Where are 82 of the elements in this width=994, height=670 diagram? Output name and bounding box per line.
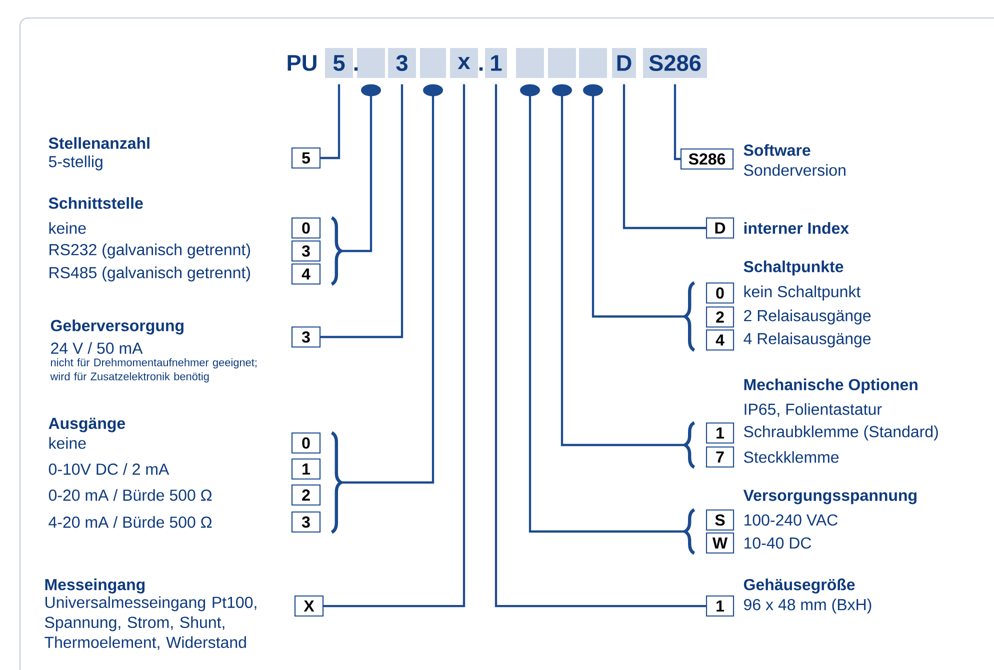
curly-bracket [683, 281, 696, 352]
code-text: . [354, 67, 358, 71]
description-text: Sonderversion [744, 164, 846, 176]
code-cell: 1 [485, 48, 507, 78]
description-text: keine [49, 437, 86, 449]
note-text: nicht für Drehmomentaufnehmer geeignet; wird für Zusatzelektronik benötig [50, 358, 256, 382]
option-code-box: 5 [291, 147, 321, 169]
description-text: 5-stellig [48, 156, 102, 170]
section-heading: Schnittstelle [48, 197, 143, 209]
connector-line [583, 84, 684, 318]
option-text: interner Index [744, 222, 849, 234]
section-heading: Versorgungsspannung [743, 490, 916, 504]
option-text: 4 Relaisausgänge [744, 332, 871, 348]
option-code-box: S [706, 509, 734, 531]
connector-line [324, 84, 466, 608]
option-text: 100-240 VAC [744, 514, 838, 526]
option-text: kein Schaltpunkt [744, 286, 861, 300]
option-code-box: 0 [706, 282, 734, 304]
connector-line [552, 84, 684, 446]
option-text: 96 x 48 mm (BxH) [744, 598, 872, 614]
option-code-box: 0 [291, 432, 321, 454]
option-text: Steckklemme [744, 451, 839, 463]
description-text: keine [49, 222, 86, 234]
code-cell [420, 48, 446, 78]
option-code-box: 1 [706, 422, 734, 444]
curly-bracket [683, 421, 696, 469]
connector-line [320, 84, 404, 338]
option-text: Universalmesseingang Pt100, Spannung, Strom, Shunt, Thermoelement, Widerstand [44, 596, 256, 650]
option-code-box: X [294, 595, 324, 617]
option-code-box: 3 [291, 240, 321, 262]
description-text: 4-20 mA / Bürde 500 Ω [48, 516, 212, 528]
code-cell: D [612, 48, 636, 78]
code-text: PU [288, 55, 316, 71]
option-code-box: 7 [706, 446, 734, 468]
description-text: 0-10V DC / 2 mA [48, 463, 170, 475]
section-heading: Gehäusegröße [744, 578, 855, 594]
description-text: 0-20 mA / Bürde 500 Ω [48, 489, 212, 501]
section-heading: Messeingang [45, 578, 145, 594]
code-cell [548, 48, 576, 78]
curly-bracket [683, 508, 696, 555]
option-code-box: 2 [706, 306, 734, 328]
section-heading: Stellenanzahl [48, 137, 150, 149]
description-text: IP65, Folientastatur [744, 403, 882, 417]
option-code-box: 2 [291, 484, 321, 506]
option-code-box: 3 [291, 511, 321, 533]
connector-line [342, 84, 443, 484]
connector-line [674, 84, 680, 160]
section-heading: Software [744, 144, 810, 156]
connector-line [320, 84, 340, 160]
code-cell [516, 48, 544, 78]
option-text: Schraubklemme (Standard) [744, 426, 938, 440]
section-heading: Ausgänge [48, 418, 126, 432]
connector-line [494, 84, 706, 608]
description-text: RS232 (galvanisch getrennt) [50, 244, 250, 258]
connector-line [622, 84, 706, 230]
option-code-box: 4 [706, 329, 734, 351]
option-text: 10-40 DC [744, 537, 812, 549]
option-code-box: 0 [291, 217, 321, 239]
code-cell [357, 48, 385, 78]
code-text: . [479, 67, 483, 71]
section-heading: Schaltpunkte [744, 260, 844, 276]
option-code-box: 4 [291, 263, 321, 285]
option-code-box: S286 [680, 148, 734, 170]
code-cell [579, 48, 607, 78]
section-heading: Mechanische Optionen [744, 378, 918, 394]
curly-bracket [330, 431, 343, 534]
option-code-box: 1 [706, 595, 734, 617]
code-cell: S286 [643, 48, 708, 78]
code-cell: 3 [388, 48, 416, 78]
curly-bracket [330, 216, 343, 286]
option-code-box: 3 [291, 326, 321, 348]
option-code-box: 1 [291, 458, 321, 480]
connector-line [342, 84, 382, 252]
option-code-box: D [706, 217, 734, 239]
description-text: RS485 (galvanisch getrennt) [50, 266, 250, 282]
section-heading: Geberversorgung [50, 320, 184, 334]
code-cell: 5 [325, 48, 353, 78]
description-text: 24 V / 50 mA [51, 342, 143, 354]
code-cell: x [450, 48, 478, 78]
option-text: 2 Relaisausgänge [744, 310, 871, 324]
connector-line [520, 84, 684, 533]
option-code-box: W [706, 532, 734, 554]
